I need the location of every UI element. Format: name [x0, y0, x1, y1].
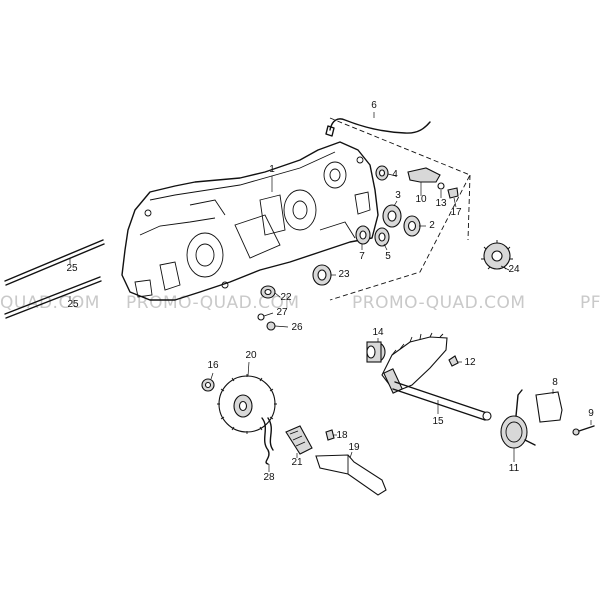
- callout-28: 28: [263, 472, 275, 483]
- bushing: [312, 264, 332, 286]
- washer-13: [437, 182, 445, 190]
- callout-6: 6: [371, 100, 377, 111]
- leader-lines: [69, 112, 592, 472]
- watermark-right: PROMO-QUAD.COM: [352, 293, 526, 313]
- callout-21: 21: [291, 457, 303, 468]
- callout-8: 8: [552, 377, 558, 388]
- kick-bushing: [366, 341, 386, 363]
- oil-seal-and-drain: [257, 285, 276, 331]
- callout-7: 7: [359, 251, 365, 262]
- callout-12: 12: [464, 357, 476, 368]
- callout-23: 23: [338, 269, 350, 280]
- kick-return-spring: [500, 389, 536, 449]
- callout-13: 13: [435, 198, 447, 209]
- watermark-middle: PROMO-QUAD.COM: [126, 293, 300, 313]
- callout-22: 22: [280, 292, 292, 303]
- callout-16: 16: [207, 360, 219, 371]
- pin-12: [448, 355, 459, 367]
- callout-27: 27: [276, 307, 288, 318]
- callout-24: 24: [508, 264, 520, 275]
- washer-16: [201, 378, 215, 392]
- callout-11: 11: [508, 463, 520, 474]
- crankcase: [121, 141, 379, 301]
- callout-4: 4: [392, 169, 398, 180]
- clip-28: [261, 417, 274, 465]
- callout-10: 10: [415, 194, 427, 205]
- callout-1: 1: [269, 164, 275, 175]
- callout-25-upper: 25: [66, 263, 78, 274]
- callout-15: 15: [432, 416, 444, 427]
- bearings: [355, 165, 421, 247]
- callout-2: 2: [429, 220, 435, 231]
- callout-25-lower: 25: [67, 299, 79, 310]
- studs: [4, 239, 105, 319]
- callout-14: 14: [372, 327, 384, 338]
- kick-spindle: [381, 332, 492, 421]
- assembly-boundary: [329, 117, 471, 301]
- watermark-edge: PF: [580, 293, 602, 313]
- callout-20: 20: [245, 350, 257, 361]
- watermark-left: QUAD.COM: [0, 293, 100, 313]
- callout-9: 9: [588, 408, 594, 419]
- callout-5: 5: [385, 251, 391, 262]
- bolt-9: [572, 425, 595, 436]
- shaft-19: [315, 454, 387, 496]
- spring-plate: [535, 391, 563, 423]
- assembly-boundary-right: [467, 174, 471, 241]
- shift-spindle: [407, 167, 441, 183]
- callout-17: 17: [450, 207, 462, 218]
- callout-19: 19: [348, 442, 360, 453]
- kick-idle-gear: [217, 374, 277, 434]
- callout-18: 18: [336, 430, 348, 441]
- clip-17: [447, 187, 459, 199]
- pin-18: [325, 429, 335, 441]
- callout-3: 3: [395, 190, 401, 201]
- breather-pipe: [329, 118, 431, 134]
- sleeve-21: [285, 425, 313, 455]
- callout-26: 26: [291, 322, 303, 333]
